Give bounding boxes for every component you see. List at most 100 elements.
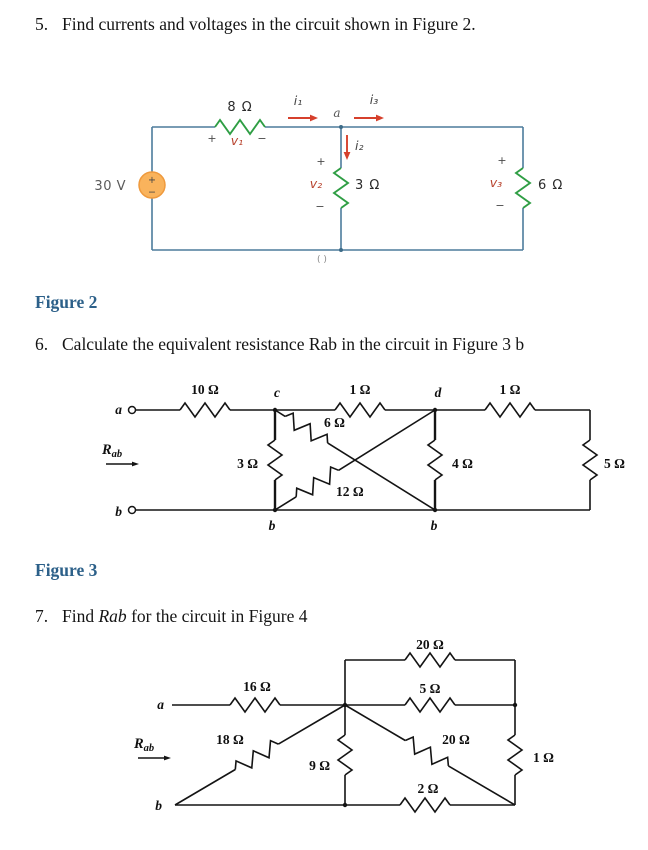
v1-label: v₁: [231, 133, 243, 148]
resistor-10ohm-label: 10 Ω: [191, 382, 219, 397]
problem-6-number: 6.: [35, 334, 49, 354]
node-b-right-label: b: [431, 518, 438, 533]
resistor-18ohm-label: 18 Ω: [216, 732, 244, 747]
v3-label: v₃: [490, 175, 502, 190]
terminal-a-label: a: [115, 402, 122, 417]
resistor-3ohm-label: 3 Ω: [355, 178, 380, 193]
v2-minus-sign: −: [315, 200, 324, 213]
node-b-mid-dot: [272, 507, 278, 513]
resistor-10ohm-symbol: [179, 401, 231, 419]
resistor-3ohm-symbol: [266, 439, 284, 481]
terminal-b-label: b: [115, 504, 122, 519]
v3-minus-sign: −: [495, 199, 504, 212]
i1-label: i₁: [294, 93, 302, 108]
resistor-2ohm-label: 2 Ω: [418, 781, 439, 796]
node-b-right-dot: [432, 507, 438, 513]
node-bottom-dot: [339, 248, 343, 252]
resistor-1ohm-left-label: 1 Ω: [350, 382, 371, 397]
terminal-a: [127, 405, 137, 415]
resistor-1ohm-right-symbol: [484, 401, 536, 419]
bottom-node-dot: [342, 802, 348, 808]
problem-5: 5. Find currents and voltages in the circ…: [35, 14, 645, 35]
v3-plus-sign: +: [497, 154, 506, 167]
node-d-dot: [432, 407, 438, 413]
problem-7-text-pre: Find: [62, 606, 99, 626]
resistor-1ohm-symbol: [506, 734, 524, 776]
resistor-4ohm-label: 4 Ω: [452, 456, 473, 471]
problem-7-number: 7.: [35, 606, 49, 626]
problem-7: 7.Find Rab for the circuit in Figure 4: [35, 606, 645, 627]
figure4-circuit: 20 Ω 5 Ω 16 Ω 18 Ω 9 Ω 20 Ω 2 Ω 1 Ω a b …: [133, 640, 554, 814]
resistor-9ohm-symbol: [336, 734, 354, 776]
figure4-wires: [172, 659, 516, 806]
problem-7-text-post: for the circuit in Figure 4: [126, 606, 308, 626]
voltage-source-label: 30 V: [94, 179, 126, 194]
current-arrow-i2: [343, 135, 351, 160]
v1-minus-sign: −: [257, 132, 266, 145]
rab-label-main: R: [101, 442, 112, 458]
rab-label-sub: ab: [112, 449, 123, 460]
resistor-20ohm-top-label: 20 Ω: [416, 640, 444, 652]
problem-5-text: Find currents and voltages in the circui…: [62, 14, 476, 34]
resistor-3ohm-symbol: [332, 167, 350, 209]
resistor-16ohm-symbol: [229, 696, 281, 714]
voltage-source-minus-sign: −: [148, 187, 156, 198]
resistor-5ohm-symbol: [404, 696, 456, 714]
resistor-9ohm-label: 9 Ω: [309, 758, 330, 773]
resistor-2ohm-symbol: [399, 796, 451, 814]
voltage-source: [138, 171, 166, 199]
resistor-20ohm-top-symbol: [404, 651, 456, 669]
problem-6-text: Calculate the equivalent resistance Rab …: [62, 334, 525, 354]
v2-label: v₂: [310, 176, 322, 191]
figure3-wires: [135, 409, 591, 511]
resistor-5ohm-label: 5 Ω: [420, 681, 441, 696]
resistor-20ohm-diag-symbol: [404, 735, 450, 766]
terminal-a-label: a: [157, 697, 164, 712]
node-d-label: d: [435, 385, 442, 400]
resistor-12ohm-label: 12 Ω: [336, 484, 364, 499]
resistor-6ohm-label: 6 Ω: [538, 178, 563, 193]
current-arrow-i3: [354, 114, 384, 122]
resistor-8ohm-symbol: [214, 118, 266, 136]
resistor-4ohm-symbol: [426, 439, 444, 481]
node-c-label: c: [274, 385, 280, 400]
resistor-1ohm-label: 1 Ω: [533, 750, 554, 765]
resistor-8ohm-label: 8 Ω: [227, 100, 252, 115]
resistor-6ohm-symbol: [284, 411, 329, 443]
i3-label: i₃: [370, 92, 378, 107]
resistor-12ohm-symbol: [295, 465, 339, 497]
rab-arrow: [138, 755, 171, 761]
terminal-b-label: b: [155, 798, 162, 813]
resistor-20ohm-diag-label: 20 Ω: [442, 732, 470, 747]
rab-label-main: R: [133, 736, 144, 752]
resistor-18ohm-symbol: [234, 739, 279, 770]
figure2-circuit: + − 30 V 8 Ω + v₁ − i₁ a i₃ i₂ + v₂ − 3 …: [94, 92, 563, 265]
node-b-mid-label: b: [269, 518, 276, 533]
center-node-dot: [342, 702, 348, 708]
i2-label: i₂: [355, 138, 363, 153]
v2-plus-sign: +: [316, 155, 325, 168]
resistor-1ohm-right-label: 1 Ω: [500, 382, 521, 397]
resistor-6ohm-label: 6 Ω: [324, 415, 345, 430]
v1-plus-sign: +: [207, 132, 216, 145]
figure3-circuit: 10 Ω c 1 Ω d 1 Ω 3 Ω 6 Ω 12 Ω 4 Ω 5 Ω a …: [101, 382, 625, 533]
rab-label-sub: ab: [144, 743, 155, 754]
figure2-wires: [151, 126, 524, 251]
resistor-6ohm-symbol: [514, 167, 532, 209]
resistor-16ohm-label: 16 Ω: [243, 679, 271, 694]
figure3-caption: Figure 3: [35, 560, 98, 580]
voltage-source-plus-sign: +: [148, 175, 156, 186]
rab-arrow: [106, 461, 139, 467]
resistor-3ohm-label: 3 Ω: [237, 456, 258, 471]
node-a-dot: [339, 125, 343, 129]
rab-label: Rab: [133, 736, 154, 754]
resistor-5ohm-label: 5 Ω: [604, 456, 625, 471]
resistor-1ohm-left-symbol: [334, 401, 386, 419]
problem-5-number: 5.: [35, 14, 49, 34]
right-node-dot: [512, 702, 518, 708]
rab-label: Rab: [101, 442, 122, 460]
terminal-b: [127, 505, 137, 515]
current-arrow-i1: [288, 114, 318, 122]
resistor-5ohm-symbol: [581, 439, 599, 481]
